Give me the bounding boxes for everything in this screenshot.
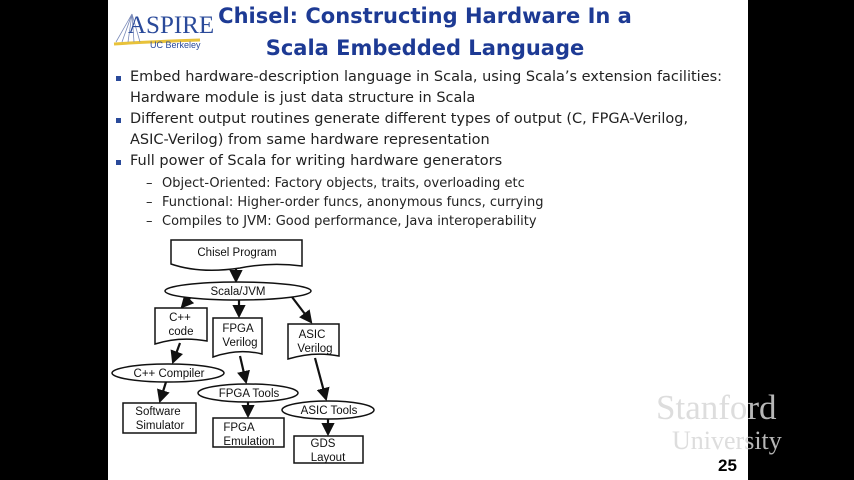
dash-marker: – [146, 195, 153, 210]
cpp-code-label-2: code [169, 326, 194, 338]
gds-layout-label-1: GDS [311, 438, 336, 450]
dash-marker: – [146, 214, 153, 229]
aspire-logo-text: ASPIRE [128, 12, 215, 39]
scala-jvm-label: Scala/JVM [211, 286, 266, 298]
bullet-marker [116, 76, 121, 81]
slide-title-line-2: Scala Embedded Language [265, 36, 585, 60]
chisel-program-label: Chisel Program [197, 247, 276, 259]
fpga-tools-label: FPGA Tools [219, 388, 280, 400]
fpga-verilog-doc [212, 317, 263, 359]
bullet-2-line-1: Different output routines generate diffe… [130, 111, 689, 127]
fpga-tools-ellipse [197, 383, 299, 403]
page-number: 25 [718, 456, 737, 475]
chisel-program-box [170, 239, 303, 271]
cpp-compiler-ellipse [111, 363, 225, 383]
software-simulator-box [122, 402, 197, 434]
asic-tools-label: ASIC Tools [301, 405, 358, 417]
cpp-compiler-label: C++ Compiler [134, 368, 205, 380]
fpga-verilog-label-1: FPGA [222, 323, 254, 335]
sub-bullet-2: Functional: Higher-order funcs, anonymou… [162, 195, 544, 210]
bullet-marker [116, 160, 121, 165]
software-simulator-label-1: Software [135, 406, 180, 418]
bullet-marker [116, 118, 121, 123]
sub-bullet-1: Object-Oriented: Factory objects, traits… [162, 176, 525, 191]
asic-tools-ellipse [281, 400, 375, 420]
asic-verilog-label-1: ASIC [299, 329, 326, 341]
cpp-code-label-1: C++ [169, 312, 191, 324]
fpga-emulation-box [212, 417, 285, 448]
fpga-emulation-label-2: Emulation [223, 436, 274, 448]
aspire-logo-subtitle: UC Berkeley [150, 40, 201, 50]
scala-jvm-ellipse [164, 281, 312, 301]
aspire-bridge-logo [113, 13, 201, 46]
cpp-code-doc [154, 307, 208, 346]
software-simulator-label-2: Simulator [136, 420, 185, 432]
sub-bullet-3: Compiles to JVM: Good performance, Java … [162, 214, 537, 229]
bullet-2-line-2: ASIC-Verilog) from same hardware represe… [130, 132, 490, 148]
bullet-1-line-2: Hardware module is just data structure i… [130, 90, 476, 106]
gds-layout-box [293, 435, 364, 464]
gds-layout-label-2: Layout [311, 452, 346, 464]
bullet-1-line-1: Embed hardware-description language in S… [130, 69, 723, 85]
asic-verilog-label-2: Verilog [297, 343, 332, 355]
fpga-emulation-label-1: FPGA [223, 422, 255, 434]
slide-title-line-1: Chisel: Constructing Hardware In a [218, 4, 632, 28]
asic-verilog-doc [287, 323, 340, 361]
dash-marker: – [146, 176, 153, 191]
bullet-3-line-1: Full power of Scala for writing hardware… [130, 153, 503, 169]
fpga-verilog-label-2: Verilog [222, 337, 257, 349]
stanford-watermark-line-1: Stanford [656, 388, 777, 427]
stanford-watermark-line-2: University [672, 426, 782, 455]
